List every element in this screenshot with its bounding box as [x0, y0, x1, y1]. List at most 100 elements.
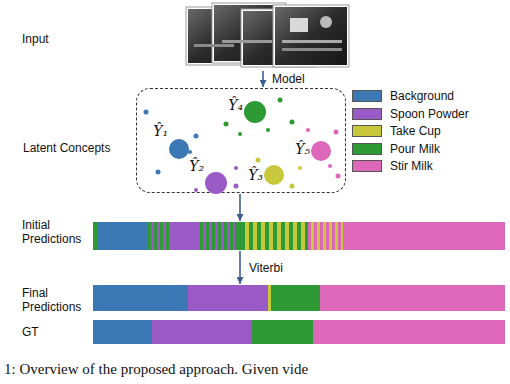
segment [313, 320, 505, 344]
segment [160, 222, 163, 250]
concept-circle: Ŷ₁ [169, 139, 189, 159]
segment [157, 222, 160, 250]
segment [281, 222, 285, 250]
concept-circle: Ŷ₃ [264, 165, 284, 185]
segment [154, 222, 157, 250]
legend-row: Spoon Powder [352, 107, 510, 122]
flow-arrow [262, 71, 264, 87]
segment [338, 222, 341, 250]
legend-text: Take Cup [390, 124, 441, 138]
row-label: GT [22, 325, 90, 339]
bar-segments [93, 285, 505, 311]
segment [93, 285, 188, 311]
segment [148, 222, 151, 250]
legend-row: Take Cup [352, 124, 510, 139]
segment [221, 222, 224, 250]
segment [343, 222, 505, 250]
segment [317, 222, 320, 250]
segment [329, 222, 332, 250]
segment [252, 320, 313, 344]
input-frames: Input [184, 2, 352, 70]
row-label: Latent Concepts [23, 141, 123, 155]
segment [166, 222, 169, 250]
segment [308, 222, 311, 250]
segment [320, 222, 323, 250]
legend-row: Background [352, 89, 510, 104]
segment [215, 222, 218, 250]
legend-swatch [352, 108, 382, 120]
caption: 1: Overview of the proposed approach. Gi… [4, 360, 308, 378]
segment [152, 320, 252, 344]
segment [206, 222, 209, 250]
row-label: Final Predictions [22, 286, 90, 314]
legend-text: Spoon Powder [390, 107, 469, 121]
legend-text: Stir Milk [390, 159, 433, 173]
concept-label: Ŷ₃ [248, 167, 263, 183]
segment [253, 222, 257, 250]
segment [218, 222, 221, 250]
segment [227, 222, 230, 250]
prediction-bar: Initial Predictions [93, 222, 505, 250]
segment [326, 222, 329, 250]
segment [203, 222, 206, 250]
segment [169, 222, 170, 250]
segment [163, 222, 166, 250]
segment [301, 222, 305, 250]
segment [273, 222, 277, 250]
segment [230, 222, 233, 250]
concept-circle: Ŷ₅ [311, 141, 331, 161]
segment [212, 222, 215, 250]
segment [271, 285, 320, 311]
legend: BackgroundSpoon PowderTake CupPour MilkS… [352, 89, 508, 177]
segment [289, 222, 293, 250]
segment [93, 222, 97, 250]
concept-label: Ŷ₅ [295, 141, 310, 157]
concept-dots [144, 98, 341, 193]
flow-arrow [239, 251, 241, 284]
segment [235, 222, 245, 250]
legend-row: Stir Milk [352, 159, 510, 174]
legend-swatch [352, 125, 382, 137]
segment [320, 285, 505, 311]
segment [200, 222, 203, 250]
segment [332, 222, 335, 250]
segment [335, 222, 338, 250]
edge-label: Viterbi [247, 261, 285, 275]
concept-circle: Ŷ₄ [244, 101, 266, 123]
segment [293, 222, 297, 250]
segment [265, 222, 269, 250]
segment [268, 285, 271, 311]
concept-label: Ŷ₂ [189, 158, 204, 174]
legend-swatch [352, 90, 382, 102]
segment [257, 222, 261, 250]
segment [209, 222, 212, 250]
flow-arrow [239, 194, 241, 221]
segment [97, 222, 148, 250]
segment [170, 222, 200, 250]
bar-segments [93, 222, 505, 250]
segment [233, 222, 235, 250]
legend-row: Pour Milk [352, 142, 510, 157]
segment [269, 222, 273, 250]
segment [311, 222, 314, 250]
segment [93, 320, 152, 344]
segment [151, 222, 154, 250]
ground-truth-bar: GT [93, 320, 505, 344]
row-label: Input [22, 32, 82, 46]
segment [245, 222, 249, 250]
legend-swatch [352, 160, 382, 172]
legend-text: Pour Milk [390, 142, 440, 156]
segment [305, 222, 308, 250]
segment [261, 222, 265, 250]
segment [285, 222, 289, 250]
concept-label: Ŷ₁ [153, 123, 168, 139]
latent-space-region: Latent ConceptsŶ₁Ŷ₂Ŷ₃Ŷ₄Ŷ₅ [136, 88, 346, 193]
segment [341, 222, 343, 250]
segment [188, 285, 268, 311]
video-frames [186, 3, 349, 67]
segment [323, 222, 326, 250]
prediction-bar: Final Predictions [93, 285, 505, 311]
concept-label: Ŷ₄ [228, 97, 243, 113]
segment [297, 222, 301, 250]
